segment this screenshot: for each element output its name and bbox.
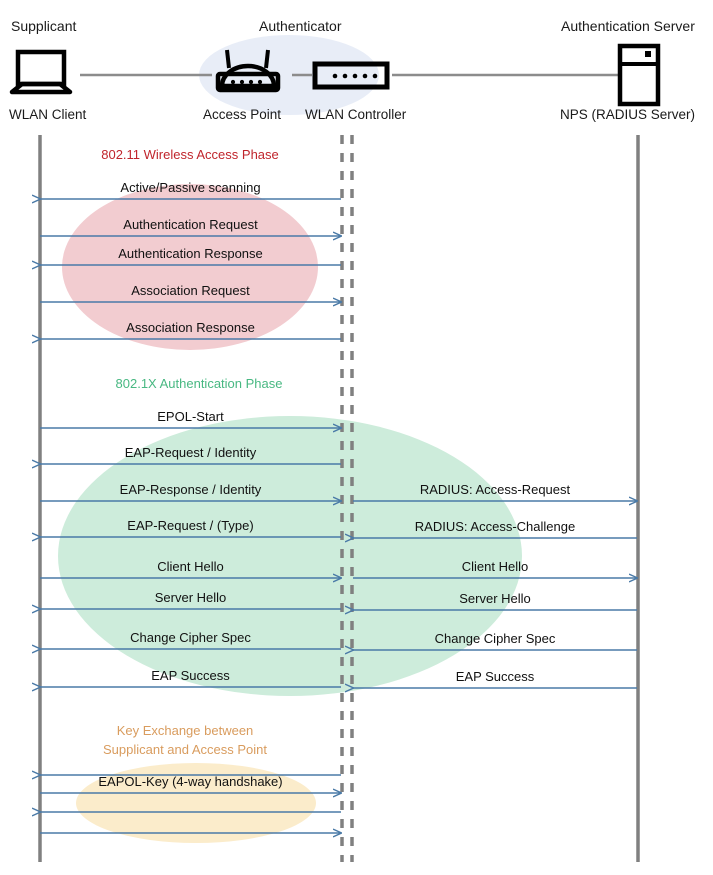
actor-role-authentication-server: Authentication Server <box>561 18 695 34</box>
server-icon <box>617 43 661 107</box>
phase-80211-ellipse <box>62 184 318 350</box>
phase-title-8021x: 802.1X Authentication Phase <box>115 376 283 391</box>
message-right-label: EAP Success <box>455 669 535 684</box>
message-left-label: Active/Passive scanning <box>120 180 261 195</box>
message-left-label: Server Hello <box>154 590 227 605</box>
authenticator-region <box>199 35 379 115</box>
message-left-label: Change Cipher Spec <box>130 630 251 645</box>
message-left-label: EAP Success <box>151 668 230 683</box>
phase-title-key-exchange-line2: Supplicant and Access Point <box>102 741 268 757</box>
message-left-label: EAPOL-Key (4-way handshake) <box>98 774 283 789</box>
actor-role-supplicant: Supplicant <box>11 18 77 34</box>
access-point-icon <box>215 49 281 93</box>
actor-name-access-point: Access Point <box>203 107 282 122</box>
message-right-label: RADIUS: Access-Challenge <box>414 519 576 534</box>
message-right-label: Client Hello <box>461 559 529 574</box>
actor-name-wlan-client: WLAN Client <box>9 107 87 122</box>
message-left-label: Authentication Response <box>118 246 263 261</box>
message-left-label: Association Response <box>126 320 255 335</box>
actor-role-authenticator: Authenticator <box>259 18 342 34</box>
message-right-label: RADIUS: Access-Request <box>419 482 571 497</box>
laptop-icon <box>9 49 73 95</box>
phase-title-key-exchange-line1: Key Exchange between <box>116 723 254 738</box>
message-left-label: EAP-Request / Identity <box>124 445 257 460</box>
message-right-label: Change Cipher Spec <box>434 631 556 646</box>
phase-8021x-ellipse <box>58 416 522 696</box>
message-left-label: EAP-Response / Identity <box>119 482 262 497</box>
actor-name-nps: NPS (RADIUS Server) <box>560 107 696 122</box>
phase-key-exchange-ellipse <box>76 763 316 843</box>
message-left-label: EPOL-Start <box>157 409 224 424</box>
actor-name-wlan-controller: WLAN Controller <box>305 107 407 122</box>
message-left-label: EAP-Request / (Type) <box>127 518 254 533</box>
message-left-label: Client Hello <box>157 559 224 574</box>
message-left-label: Association Request <box>131 283 250 298</box>
phase-title-80211: 802.11 Wireless Access Phase <box>101 147 279 162</box>
message-right-label: Server Hello <box>459 591 531 606</box>
right-arrow-group <box>353 501 637 688</box>
message-left-label: Authentication Request <box>123 217 258 232</box>
left-arrow-group <box>40 199 341 833</box>
wlan-controller-icon <box>312 61 390 90</box>
